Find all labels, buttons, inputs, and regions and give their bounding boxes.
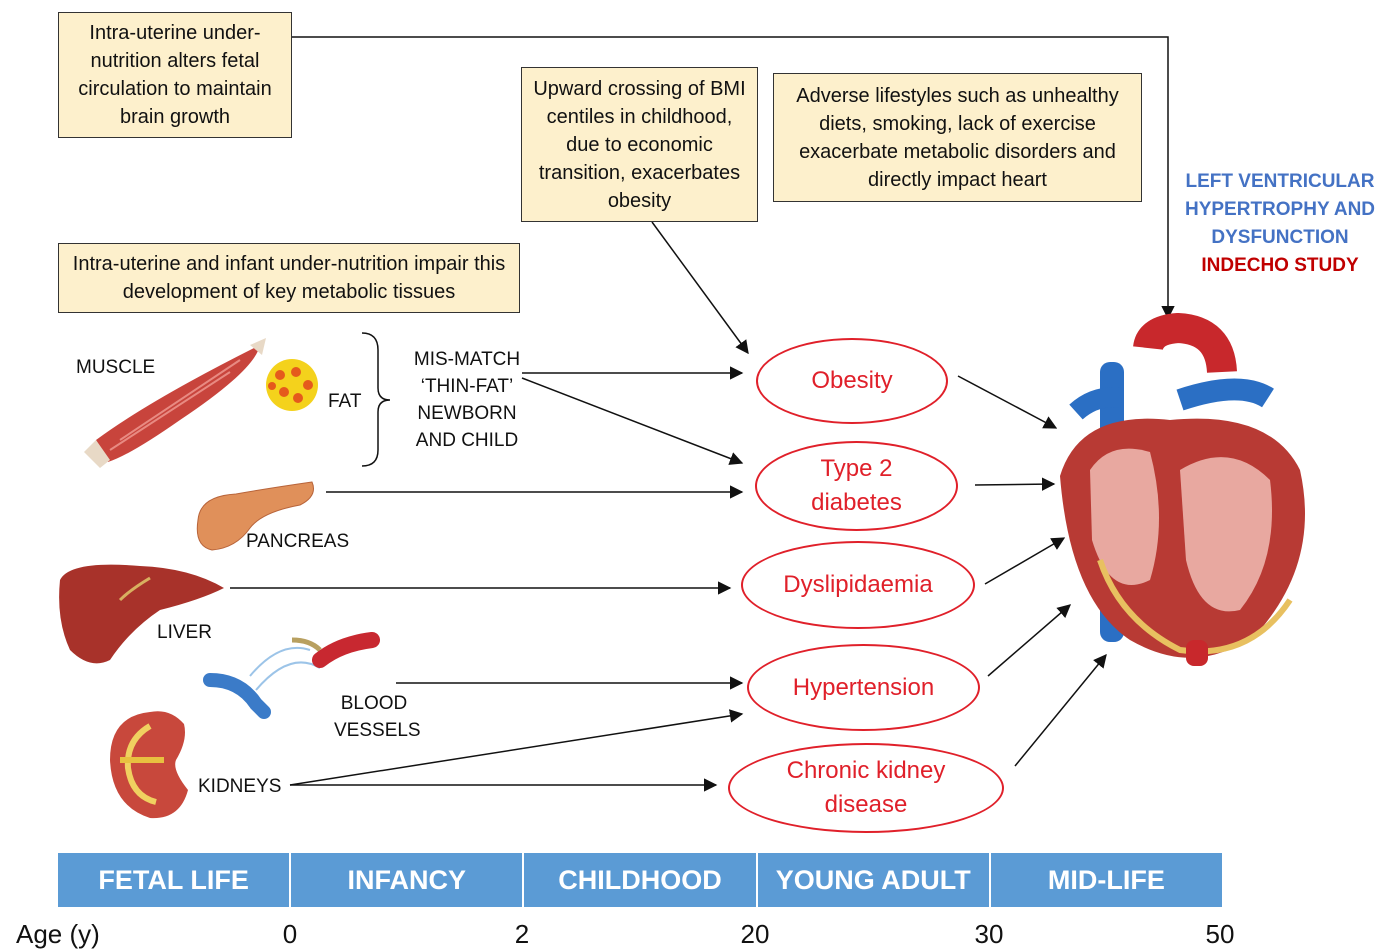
stage-childhood: CHILDHOOD bbox=[524, 853, 758, 907]
muscle-illustration bbox=[84, 338, 266, 468]
condition-ckd: Chronic kidney disease bbox=[728, 743, 1004, 833]
note-metabolic-tissues: Intra-uterine and infant under-nutrition… bbox=[58, 243, 520, 313]
liver-illustration bbox=[59, 564, 224, 664]
arrow-diabetes-to-heart bbox=[974, 477, 1056, 491]
arrow-fetal-to-heart bbox=[292, 36, 1175, 320]
arrow-mismatch-to-diabetes bbox=[521, 377, 744, 465]
arrow-bmi-to-obesity bbox=[651, 221, 749, 355]
note-lifestyles-text: Adverse lifestyles such as unhealthy die… bbox=[796, 84, 1119, 191]
note-bmi-crossing: Upward crossing of BMI centiles in child… bbox=[521, 67, 758, 222]
label-blood-vessels: BLOOD VESSELS bbox=[334, 693, 421, 741]
blood-vessels-illustration bbox=[203, 632, 380, 719]
stage-infancy: INFANCY bbox=[291, 853, 525, 907]
condition-obesity: Obesity bbox=[756, 338, 948, 424]
label-mismatch: MIS-MATCH ‘THIN-FAT’ NEWBORN AND CHILD bbox=[413, 349, 521, 451]
label-fat: FAT bbox=[328, 391, 362, 412]
condition-hypertension: Hypertension bbox=[747, 644, 980, 731]
age-tick: 20 bbox=[740, 919, 770, 949]
outcome-label: LEFT VENTRICULAR HYPERTROPHY AND DYSFUNC… bbox=[1180, 168, 1380, 280]
stage-mid-life: MID-LIFE bbox=[990, 853, 1223, 907]
label-kidneys: KIDNEYS bbox=[198, 776, 282, 797]
age-tick: 2 bbox=[514, 919, 530, 949]
condition-hypertension-text: Hypertension bbox=[792, 673, 935, 701]
condition-dyslipidaemia-text: Dyslipidaemia bbox=[783, 571, 933, 598]
arrow-hypertension-to-heart bbox=[987, 604, 1072, 677]
age-tick: 0 bbox=[282, 919, 298, 949]
arrow-ckd-to-heart bbox=[1014, 653, 1107, 767]
outcome-line2: HYPERTROPHY AND bbox=[1184, 199, 1376, 220]
label-pancreas: PANCREAS bbox=[246, 531, 350, 552]
brace bbox=[361, 332, 391, 467]
age-tick: 30 bbox=[974, 919, 1004, 949]
note-lifestyles: Adverse lifestyles such as unhealthy die… bbox=[773, 73, 1142, 202]
age-tick: 50 bbox=[1205, 919, 1235, 949]
label-liver: LIVER bbox=[157, 622, 212, 643]
outcome-line3: DYSFUNCTION bbox=[1211, 227, 1349, 248]
timeline-bar: FETAL LIFE INFANCY CHILDHOOD YOUNG ADULT… bbox=[58, 853, 1223, 907]
stage-fetal-life: FETAL LIFE bbox=[58, 853, 292, 907]
condition-ckd-text: Chronic kidney disease bbox=[786, 757, 946, 818]
pancreas-illustration bbox=[196, 481, 314, 551]
stage-young-adult: YOUNG ADULT bbox=[757, 853, 991, 907]
outcome-line1: LEFT VENTRICULAR bbox=[1185, 171, 1375, 192]
heart-illustration bbox=[1060, 312, 1305, 666]
condition-obesity-text: Obesity bbox=[811, 367, 893, 394]
condition-dyslipidaemia: Dyslipidaemia bbox=[741, 541, 975, 629]
note-fetal-circulation: Intra-uterine under-nutrition alters fet… bbox=[58, 12, 292, 138]
kidney-illustration bbox=[110, 711, 188, 819]
arrow-dyslipidaemia-to-heart bbox=[984, 537, 1066, 585]
arrow-obesity-to-heart bbox=[957, 375, 1058, 429]
fat-illustration bbox=[266, 359, 318, 411]
note-metabolic-tissues-text: Intra-uterine and infant under-nutrition… bbox=[72, 253, 506, 303]
condition-diabetes: Type 2 diabetes bbox=[755, 441, 958, 531]
label-muscle: MUSCLE bbox=[76, 357, 156, 378]
arrow-kidneys-to-hypertension bbox=[289, 709, 744, 786]
condition-diabetes-text: Type 2 diabetes bbox=[811, 455, 902, 516]
age-axis-label: Age (y) bbox=[16, 919, 100, 949]
note-bmi-crossing-text: Upward crossing of BMI centiles in child… bbox=[533, 77, 746, 212]
note-fetal-circulation-text: Intra-uterine under-nutrition alters fet… bbox=[78, 22, 272, 128]
outcome-study: INDECHO STUDY bbox=[1201, 255, 1359, 276]
